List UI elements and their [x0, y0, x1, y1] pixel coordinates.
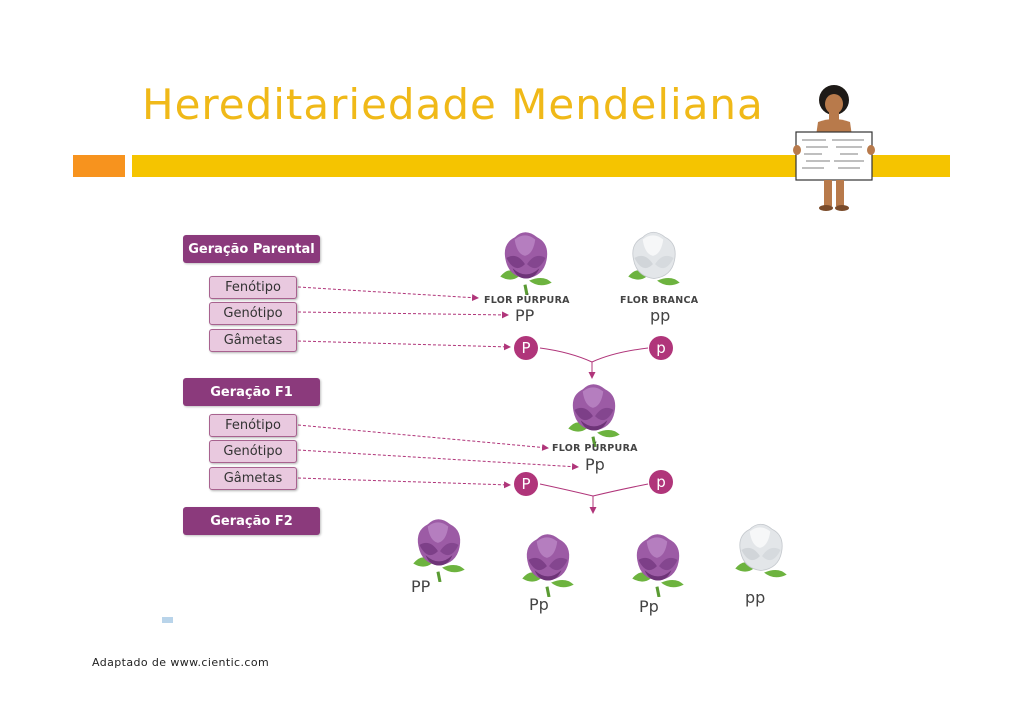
- f1-genotipo-box: Genótipo: [209, 440, 297, 463]
- parental-gamete-right: p: [649, 336, 673, 360]
- flower-f2-purple-3: [630, 532, 686, 597]
- parental-gametas-box: Gâmetas: [209, 329, 297, 352]
- person-holding-sign-illustration: [793, 85, 875, 211]
- f1-gamete-right: p: [649, 470, 673, 494]
- flower-f2-purple-1: [411, 517, 467, 582]
- f1-gamete-left: P: [514, 472, 538, 496]
- flower-f2-white: [734, 523, 788, 578]
- f1-phenotype: FLOR PÚRPURA: [552, 443, 638, 454]
- pointer-f1-gametas: [297, 477, 511, 489]
- page-title: Hereditariedade Mendeliana: [142, 80, 764, 129]
- accent-bar-orange: [73, 155, 125, 177]
- generation-f2-box: Geração F2: [183, 507, 320, 535]
- f2-genotype-3: Pp: [639, 597, 659, 616]
- pointer-parental-fenotipo: [297, 286, 479, 302]
- parental-gamete-left: P: [514, 336, 538, 360]
- f1-fenotipo-box: Fenótipo: [209, 414, 297, 437]
- flower-parental-purple: [498, 230, 554, 295]
- pointer-f1-fenotipo: [297, 424, 549, 451]
- f2-genotype-1: PP: [411, 577, 431, 596]
- generation-f1-box: Geração F1: [183, 378, 320, 406]
- f2-genotype-2: Pp: [529, 595, 549, 614]
- parental-right-genotype: pp: [650, 306, 671, 325]
- flower-f1-purple: [566, 382, 622, 447]
- accent-bar-yellow: [132, 155, 950, 177]
- pointer-parental-genotipo: [297, 311, 509, 319]
- parental-genotipo-box: Genótipo: [209, 302, 297, 325]
- f1-gametas-box: Gâmetas: [209, 467, 297, 490]
- flower-f2-purple-2: [520, 532, 576, 597]
- parental-fenotipo-box: Fenótipo: [209, 276, 297, 299]
- pointer-f1-genotipo: [297, 449, 579, 471]
- f1-genotype: Pp: [585, 455, 605, 474]
- parental-left-genotype: PP: [515, 306, 535, 325]
- parental-right-phenotype: FLOR BRANCA: [620, 295, 699, 306]
- decorative-mark: [162, 617, 173, 623]
- source-credit: Adaptado de www.cientic.com: [92, 656, 270, 669]
- parental-left-phenotype: FLOR PÚRPURA: [484, 295, 570, 306]
- generation-parental-box: Geração Parental: [183, 235, 320, 263]
- f2-genotype-4: pp: [745, 588, 766, 607]
- flower-parental-white: [627, 231, 681, 286]
- pointer-parental-gametas: [297, 340, 511, 351]
